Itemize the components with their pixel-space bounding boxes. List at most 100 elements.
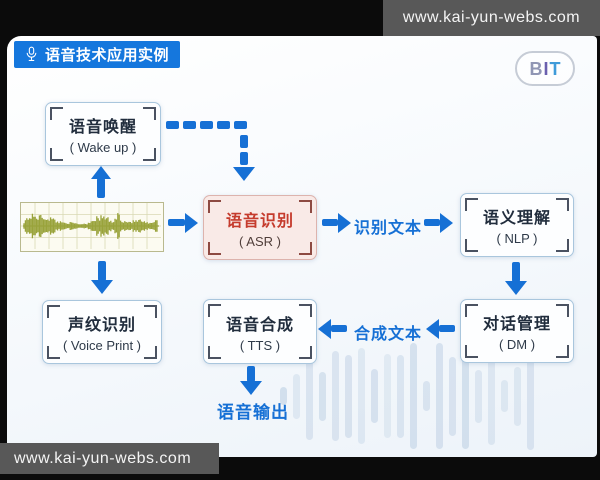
corner-bracket <box>47 346 60 359</box>
dash <box>240 135 248 148</box>
arrow-shaft <box>98 261 106 281</box>
equalizer-bar <box>280 387 287 405</box>
arrow-shaft <box>247 366 255 382</box>
watermark-bottom-left: www.kai-yun-webs.com <box>0 443 219 474</box>
corner-bracket <box>465 345 478 358</box>
arrow-shaft <box>424 219 440 226</box>
node-wake-up-title: 语音唤醒 <box>68 119 137 136</box>
node-tts-subtitle: ( TTS ) <box>239 337 281 353</box>
node-voice-print-subtitle: ( Voice Print ) <box>62 338 142 353</box>
equalizer-bar <box>306 352 313 440</box>
dash <box>234 121 247 129</box>
corner-bracket <box>208 200 221 213</box>
arrow-shaft <box>97 178 105 198</box>
corner-bracket <box>556 345 569 358</box>
corner-bracket <box>299 200 312 213</box>
node-dm: 对话管理 ( DM ) <box>460 299 574 363</box>
equalizer-bar <box>475 369 482 423</box>
arrowhead-right <box>338 213 351 233</box>
dash <box>166 121 179 129</box>
label-voice-output: 语音输出 <box>217 403 289 422</box>
arrow-shaft <box>512 262 520 282</box>
arrow-waveform-to-asr <box>168 213 198 233</box>
arrow-synthesized-text-to-tts <box>318 319 347 339</box>
corner-bracket <box>299 242 312 255</box>
microphone-icon <box>25 46 38 63</box>
equalizer-bar <box>371 369 378 423</box>
arrowhead-left <box>426 319 439 339</box>
equalizer-bar <box>488 347 495 445</box>
slide-title: 语音技术应用实例 <box>45 47 170 64</box>
logo-letter-i: I <box>543 58 549 79</box>
arrow-dm-to-synthesized-text <box>426 319 455 339</box>
corner-bracket <box>299 304 312 317</box>
arrow-shaft <box>168 219 185 226</box>
node-nlp-title: 语义理解 <box>482 210 551 227</box>
node-wake-up: 语音唤醒 ( Wake up ) <box>45 102 161 166</box>
arrow-shaft <box>331 325 347 332</box>
equalizer-bar <box>410 343 417 449</box>
equalizer-bar <box>384 354 391 438</box>
node-voice-print-title: 声纹识别 <box>67 317 136 334</box>
equalizer-bar <box>436 343 443 449</box>
arrowhead-right <box>440 213 453 233</box>
arrow-tts-to-voice-output <box>240 366 262 397</box>
equalizer-bar <box>332 351 339 441</box>
arrow-waveform-to-voice-print <box>91 261 113 294</box>
node-wake-up-subtitle: ( Wake up ) <box>69 140 137 155</box>
watermark-top-right: www.kai-yun-webs.com <box>383 0 600 36</box>
equalizer-bar <box>397 354 404 438</box>
node-voice-print: 声纹识别 ( Voice Print ) <box>42 300 162 364</box>
corner-bracket <box>208 304 221 317</box>
corner-bracket <box>143 107 156 120</box>
node-asr-subtitle: ( ASR ) <box>239 233 281 249</box>
corner-bracket <box>47 305 60 318</box>
corner-bracket <box>556 304 569 317</box>
arrow-waveform-to-wake-up <box>91 166 111 199</box>
equalizer-bar <box>527 342 534 450</box>
arrow-nlp-to-dm <box>505 262 527 296</box>
equalizer-bar <box>501 380 508 412</box>
corner-bracket <box>143 148 156 161</box>
arrow-shaft <box>439 325 455 332</box>
equalizer-bar <box>345 354 352 438</box>
arrowhead-up <box>91 166 111 179</box>
node-dm-subtitle: ( DM ) <box>498 337 536 352</box>
node-nlp: 语义理解 ( NLP ) <box>460 193 574 257</box>
node-asr: 语音识别 ( ASR ) <box>203 195 317 260</box>
arrowhead-down <box>91 280 113 294</box>
corner-bracket <box>144 346 157 359</box>
corner-bracket <box>50 107 63 120</box>
equalizer-bar <box>462 343 469 449</box>
corner-bracket <box>556 239 569 252</box>
node-tts-title: 语音合成 <box>225 316 294 334</box>
corner-bracket <box>144 305 157 318</box>
label-synthesized-text: 合成文本 <box>353 326 422 343</box>
label-recognized-text: 识别文本 <box>353 220 422 237</box>
audio-waveform <box>20 202 164 252</box>
arrowhead-down <box>240 381 262 395</box>
arrowhead-down <box>233 167 255 181</box>
corner-bracket <box>208 242 221 255</box>
corner-bracket <box>556 198 569 211</box>
arrowhead-left <box>318 319 331 339</box>
arrow-dashed-wake-to-asr <box>166 121 256 183</box>
equalizer-bar <box>319 371 326 421</box>
equalizer-bar <box>358 348 365 444</box>
corner-bracket <box>208 346 221 359</box>
corner-bracket <box>50 148 63 161</box>
arrowhead-down <box>505 281 527 295</box>
arrowhead-right <box>185 213 198 233</box>
equalizer-bar <box>449 356 456 436</box>
arrow-shaft <box>322 219 338 226</box>
arrow-asr-to-recognized-text <box>322 213 351 233</box>
corner-bracket <box>465 198 478 211</box>
equalizer-bar <box>293 373 300 419</box>
arrow-recognized-text-to-nlp <box>424 213 453 233</box>
bit-logo: B I T <box>515 51 575 86</box>
equalizer-background <box>280 338 538 454</box>
dash <box>217 121 230 129</box>
corner-bracket <box>465 304 478 317</box>
corner-bracket <box>299 346 312 359</box>
